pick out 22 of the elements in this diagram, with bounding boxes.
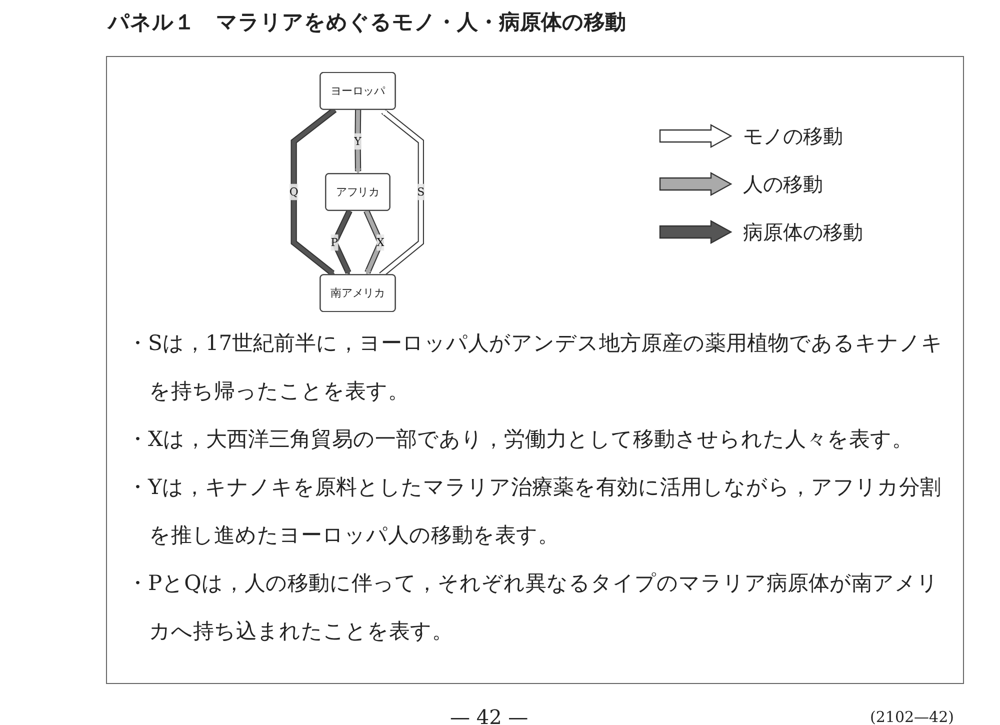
legend-label: 病原体の移動: [743, 218, 863, 246]
legend-label: モノの移動: [743, 122, 843, 150]
arrow: [292, 108, 336, 276]
note-text: ・Xは，大西洋三角貿易の一部であり，労働力として移動させられた人々を表す。: [127, 426, 914, 453]
note-text: ・Sは，17世紀前半に，ヨーロッパ人がアンデス地方原産の薬用植物であるキナノキを持ち帰ったことを表す。: [127, 330, 944, 405]
edge-label: P: [330, 234, 338, 251]
edge-label: Q: [289, 184, 298, 200]
page-number: — 42 —: [450, 705, 528, 725]
region-box: アフリカ: [325, 173, 390, 211]
arrow: [355, 110, 362, 174]
note-text: ・Yは，キナノキを原料としたマラリア治療薬を有効に活用しながら，アフリカ分割を推し進めたヨーロッパ人の移動を表す。: [127, 474, 942, 549]
legend-label: 人の移動: [743, 170, 823, 198]
edge-label: Y: [354, 133, 362, 150]
arrow: [364, 210, 383, 276]
edge-label: X: [376, 234, 384, 251]
page-code: (2102—42): [870, 708, 954, 725]
title: パネル１ マラリアをめぐるモノ・人・病原体の移動: [108, 8, 626, 36]
region-box: ヨーロッパ: [320, 72, 396, 110]
edge-label: S: [417, 184, 425, 200]
region-box: 南アメリカ: [320, 274, 396, 312]
arrow: [332, 210, 352, 276]
note-text: ・PとQは，人の移動に伴って，それぞれ異なるタイプのマラリア病原体が南アメリカへ持ち込まれたことを表す。: [127, 570, 940, 645]
